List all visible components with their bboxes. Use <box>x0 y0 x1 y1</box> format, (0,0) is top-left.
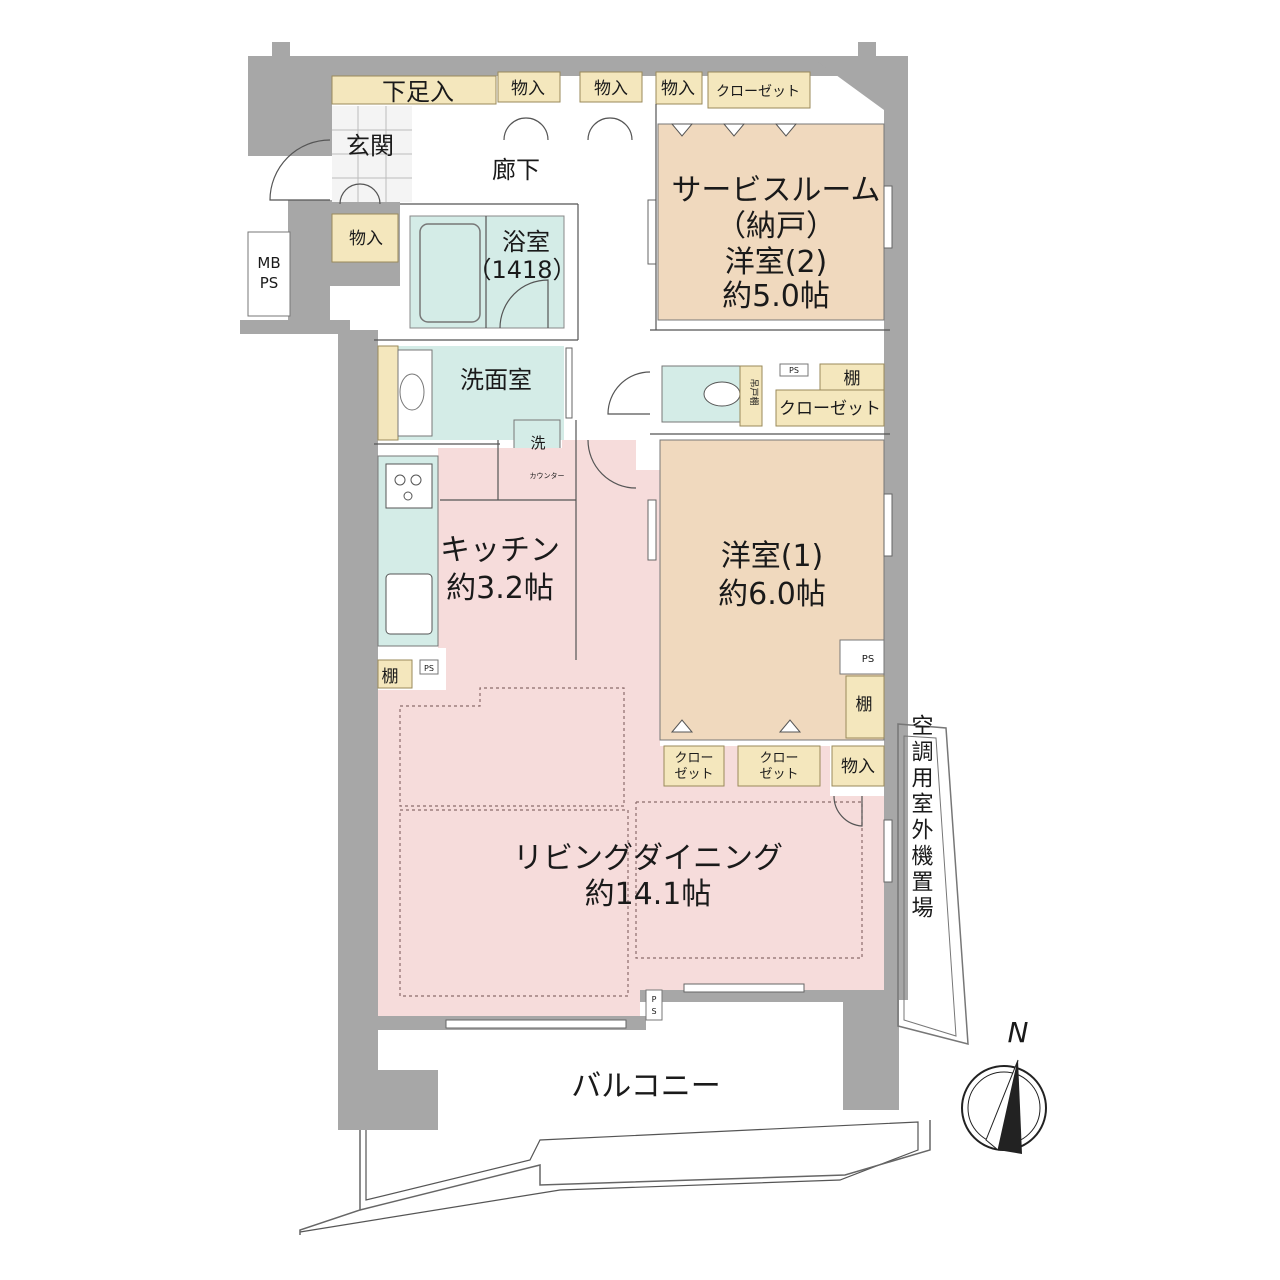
western-room1-label: 洋室(1) <box>721 539 824 574</box>
living-dining-size-label: 約14.1帖 <box>585 877 712 912</box>
shelf-room1 <box>845 675 885 739</box>
balcony-outline <box>299 1120 931 1235</box>
kitchen-area <box>438 448 562 648</box>
upper-shelf-label: 吊戸棚 <box>748 378 760 405</box>
closet-door-symbols <box>339 117 633 205</box>
storage-top-1-label: 物入 <box>511 79 545 99</box>
storage-bottom <box>831 745 885 787</box>
shoe-storage-label: 下足入 <box>382 78 454 106</box>
closet-top-label: クローゼット <box>716 84 800 100</box>
compass-north-label: N <box>1008 1016 1029 1049</box>
shelf-top-label: 棚 <box>844 369 861 389</box>
kitchen-label: キッチン <box>440 533 560 568</box>
toilet-door-swing <box>607 371 651 415</box>
compass: N <box>961 1016 1047 1154</box>
shelf-room1-label: 棚 <box>856 695 873 715</box>
kitchen-ps-label: PS <box>424 664 434 673</box>
kitchen-shelf-label: 棚 <box>382 667 399 687</box>
storage-top-2 <box>579 71 643 103</box>
closet-bottom-2-label-a: クロー <box>759 751 798 766</box>
shoe-storage <box>331 75 497 105</box>
storage-entrance <box>331 213 399 263</box>
closet-bottom-1-label-a: クロー <box>674 751 713 766</box>
balcony-label: バルコニー <box>571 1069 720 1104</box>
mb-ps-label: PS <box>260 274 279 292</box>
closet-top <box>707 71 811 109</box>
ldk-door-swing <box>587 439 637 489</box>
storage-top-3 <box>655 71 703 105</box>
mb-ps-box <box>247 231 291 317</box>
ac-outdoor-label: 空調用室外機置場 <box>908 714 934 922</box>
kitchen-shelf <box>377 659 413 689</box>
service-room-label-3: 洋室(2) <box>725 245 828 280</box>
interior-partitions <box>374 104 890 660</box>
entrance-door-swing <box>269 139 331 201</box>
bathroom-area <box>409 215 565 329</box>
service-room-size-label: 約5.0帖 <box>722 279 830 314</box>
counter-label: カウンター <box>530 471 565 480</box>
entrance-label: 玄関 <box>346 132 394 160</box>
compass-needle-icon <box>998 1060 1022 1154</box>
living-dining-label: リビングダイニング <box>513 841 783 876</box>
ps-ldk-label-1: P <box>652 995 657 1004</box>
entrance-floor <box>332 106 412 202</box>
storage-top-3-label: 物入 <box>661 79 695 99</box>
mb-label: MB <box>257 254 280 272</box>
ac-outdoor-area <box>897 723 969 1045</box>
western-room1-size-label: 約6.0帖 <box>718 577 826 612</box>
bathtub <box>419 223 481 323</box>
washer-label: 洗 <box>530 434 545 452</box>
closet-bottom-1 <box>663 745 725 787</box>
closet-bottom-1-label-b: ゼット <box>674 767 713 782</box>
bathroom-size-label: （1418） <box>467 256 576 284</box>
living-dining-area <box>378 440 884 1016</box>
storage-bottom-label: 物入 <box>841 757 875 777</box>
closet-mid-label: クローゼット <box>779 399 881 419</box>
ps-room1-label: PS <box>862 654 874 665</box>
storage-entrance-label: 物入 <box>349 229 383 249</box>
bathroom-label: 浴室 <box>502 228 550 256</box>
closet-bottom-2-label-b: ゼット <box>759 767 798 782</box>
bathroom-door-swing <box>499 279 549 329</box>
ps-toilet-label: PS <box>789 366 799 375</box>
kitchen-size-label: 約3.2帖 <box>446 571 554 606</box>
closet-bottom-2 <box>737 745 821 787</box>
upper-shelf <box>739 365 763 427</box>
service-room-door-markers <box>670 123 798 137</box>
storage-top-2-label: 物入 <box>594 79 628 99</box>
service-room-label-2: （納戸） <box>716 209 836 244</box>
service-room-label-1: サービスルーム <box>671 173 880 208</box>
washroom-label: 洗面室 <box>460 366 532 394</box>
ps-ldk-label-2: S <box>651 1007 656 1016</box>
hallway-label: 廊下 <box>492 156 540 184</box>
closet-mid <box>775 389 885 427</box>
storage-top-1 <box>497 71 561 103</box>
window-marks <box>445 185 893 1029</box>
